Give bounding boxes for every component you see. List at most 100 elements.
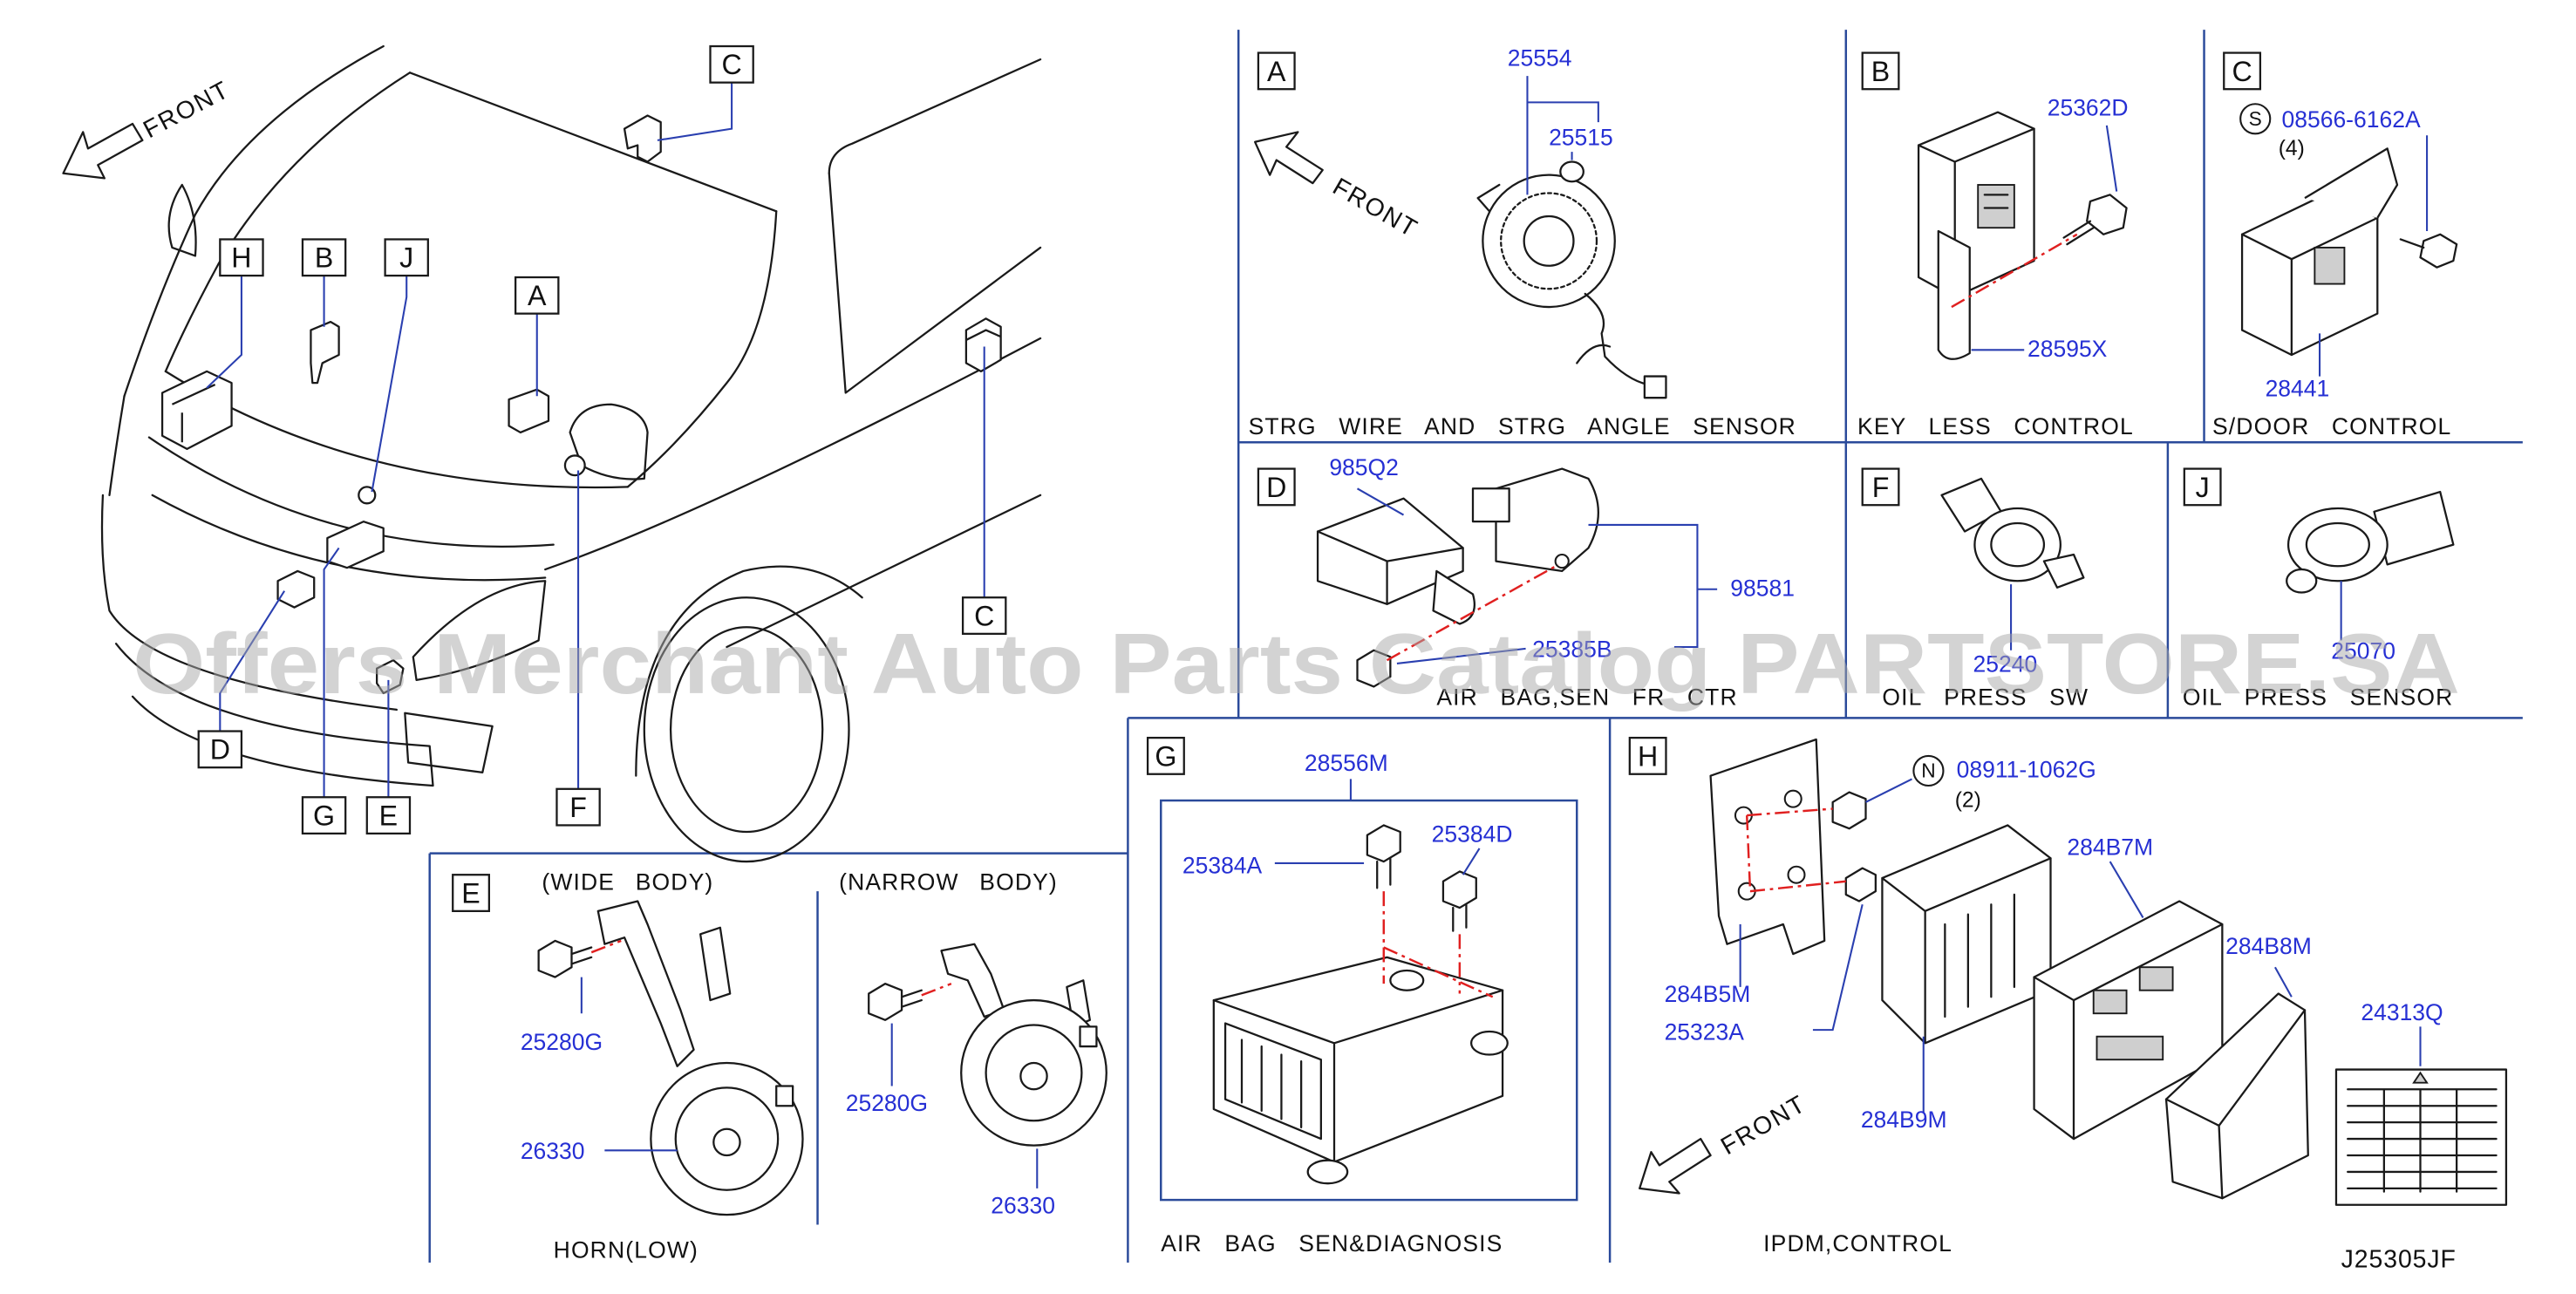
section-h-letter-box: H (1628, 736, 1667, 775)
part-number-08911-1062G: 08911-1062G (1957, 757, 2096, 783)
callout-b: B (301, 238, 347, 277)
horn-narrow-leader-lines (890, 1023, 1039, 1188)
airbag-sensor-bracket (1316, 497, 1476, 625)
section-b-caption: KEY LESS CONTROL (1857, 413, 2134, 439)
svg-text:F: F (569, 792, 587, 823)
part-number-25384D: 25384D (1432, 821, 1513, 847)
section-c-sliding-door-control: C S (4) 08566-6162A 28441 S/DOOR CONTROL (2212, 51, 2458, 439)
part-number-28441: 28441 (2266, 375, 2330, 401)
svg-text:D: D (210, 734, 230, 766)
part-number-25280G-narrow: 25280G (846, 1090, 928, 1116)
airbag-diagnosis-unit (1212, 956, 1509, 1185)
fuse-block (1881, 824, 2052, 1045)
svg-text:D: D (1266, 472, 1286, 503)
overview-front-label: FRONT (139, 76, 235, 145)
callout-c-top: C (709, 44, 754, 84)
callout-g: G (301, 796, 347, 835)
svg-text:C: C (2232, 56, 2252, 87)
oil-press-switch (1940, 477, 2085, 589)
callout-h: H (219, 238, 264, 277)
svg-text:C: C (974, 600, 994, 631)
section-d-airbag-front-sensor: D 985Q2 98581 25385B AIR BAG,SEN FR CTR (1257, 454, 1795, 710)
overview-horn (376, 659, 405, 695)
section-g-letter-box: G (1146, 736, 1185, 775)
part-number-25070: 25070 (2331, 637, 2395, 664)
ipdm-nut (1831, 791, 1867, 830)
part-number-25384A: 25384A (1182, 852, 1263, 878)
section-b-leader-lines (1971, 125, 2118, 351)
overview-leader-lines (206, 82, 985, 798)
section-e-caption: HORN(LOW) (554, 1236, 699, 1263)
overview-ipdm (160, 370, 233, 450)
svg-text:B: B (1871, 56, 1890, 87)
svg-text:H: H (231, 242, 251, 274)
svg-text:G: G (1155, 740, 1176, 772)
section-f-letter-box: F (1861, 467, 1900, 507)
nut-symbol-label: N (1921, 759, 1935, 782)
part-number-25240: 25240 (1973, 650, 2038, 677)
vehicle-body-outline (100, 44, 1042, 863)
narrow-body-label: (NARROW BODY) (839, 868, 1058, 895)
section-a-front-label: FRONT (1328, 173, 1423, 243)
part-number-24313Q: 24313Q (2361, 999, 2443, 1025)
part-number-08566-6162A: 08566-6162A (2282, 106, 2421, 133)
section-f-caption: OIL PRESS SW (1882, 684, 2089, 710)
section-j-letter-box: J (2183, 467, 2222, 507)
steering-sensor-screw (1559, 160, 1584, 183)
section-h-front-label: FRONT (1716, 1090, 1811, 1161)
section-b-keyless-control: B 25362D 28595X KEY LESS CONTROL (1857, 51, 2134, 439)
section-h-caption: IPDM,CONTROL (1763, 1230, 1952, 1257)
part-number-26330-narrow: 26330 (991, 1192, 1055, 1218)
section-e-horn: E (WIDE BODY) (NARROW BODY) 25280G 26330 (452, 868, 1107, 1263)
svg-text:F: F (1872, 472, 1890, 503)
installation-line (590, 939, 622, 954)
overview-airbag-diagnosis-unit (326, 521, 385, 569)
part-number-25362D: 25362D (2048, 95, 2129, 121)
section-f-oil-press-switch: F 25240 OIL PRESS SW (1861, 467, 2089, 710)
callout-d: D (197, 730, 243, 769)
overview-keyless-unit (310, 320, 340, 385)
section-a-steering-angle-sensor: A FRONT 25554 25515 STRG WIRE AND STRG A… (1249, 45, 1796, 439)
part-number-28556M: 28556M (1305, 750, 1388, 776)
callout-j: J (384, 238, 429, 277)
front-direction-arrow-icon (1254, 131, 1324, 185)
section-g-leader-lines (1274, 779, 1481, 875)
sliding-door-screw (2399, 233, 2458, 269)
ipdm-bracket (1709, 738, 1826, 956)
sliding-door-control-unit (2240, 147, 2399, 357)
vehicle-overview: FRONT (62, 44, 1042, 863)
steering-angle-sensor (1476, 174, 1667, 399)
watermark: Offers Merchant Auto Parts Catalog PARTS… (133, 616, 2460, 712)
screw-symbol-label: S (2249, 107, 2262, 130)
section-a-leader-lines (1526, 76, 1599, 195)
installation-line (921, 982, 952, 997)
nut-symbol-icon (1912, 754, 1945, 787)
svg-text:G: G (313, 800, 335, 831)
part-number-284B5M: 284B5M (1665, 981, 1751, 1007)
section-g-airbag-diagnosis: G 28556M 25384A 25384D AIR BAG SEN&DIAGN… (1146, 736, 1578, 1257)
svg-text:H: H (1638, 740, 1658, 772)
section-e-letter-box: E (452, 874, 490, 912)
section-a-caption: STRG WIRE AND STRG ANGLE SENSOR (1249, 413, 1796, 439)
part-number-98581: 98581 (1730, 575, 1795, 601)
section-a-letter-box: A (1257, 51, 1296, 91)
part-number-25515: 25515 (1549, 125, 1613, 151)
keyless-bolt (2062, 194, 2128, 246)
svg-text:A: A (1267, 56, 1286, 87)
oil-press-sensor (2286, 490, 2455, 594)
caution-label (2334, 1068, 2508, 1206)
installation-line (1951, 233, 2078, 309)
part-number-28595X: 28595X (2027, 336, 2108, 362)
callout-f: F (555, 787, 601, 827)
section-h-ipdm-control: H (1628, 736, 2508, 1257)
front-direction-arrow-icon (62, 122, 144, 180)
airbag-unit-bolt-a (1366, 824, 1401, 889)
airbag-unit-assembly-frame (1160, 799, 1578, 1202)
callout-e: E (365, 796, 412, 835)
section-c-leader-lines (2318, 135, 2429, 377)
overview-oil-press-sensor (358, 486, 377, 505)
diagram-code: J25305JF (2341, 1246, 2457, 1274)
section-g-caption: AIR BAG SEN&DIAGNOSIS (1161, 1230, 1503, 1257)
front-direction-arrow-icon (1639, 1137, 1712, 1195)
ipdm-cover (2164, 992, 2309, 1200)
